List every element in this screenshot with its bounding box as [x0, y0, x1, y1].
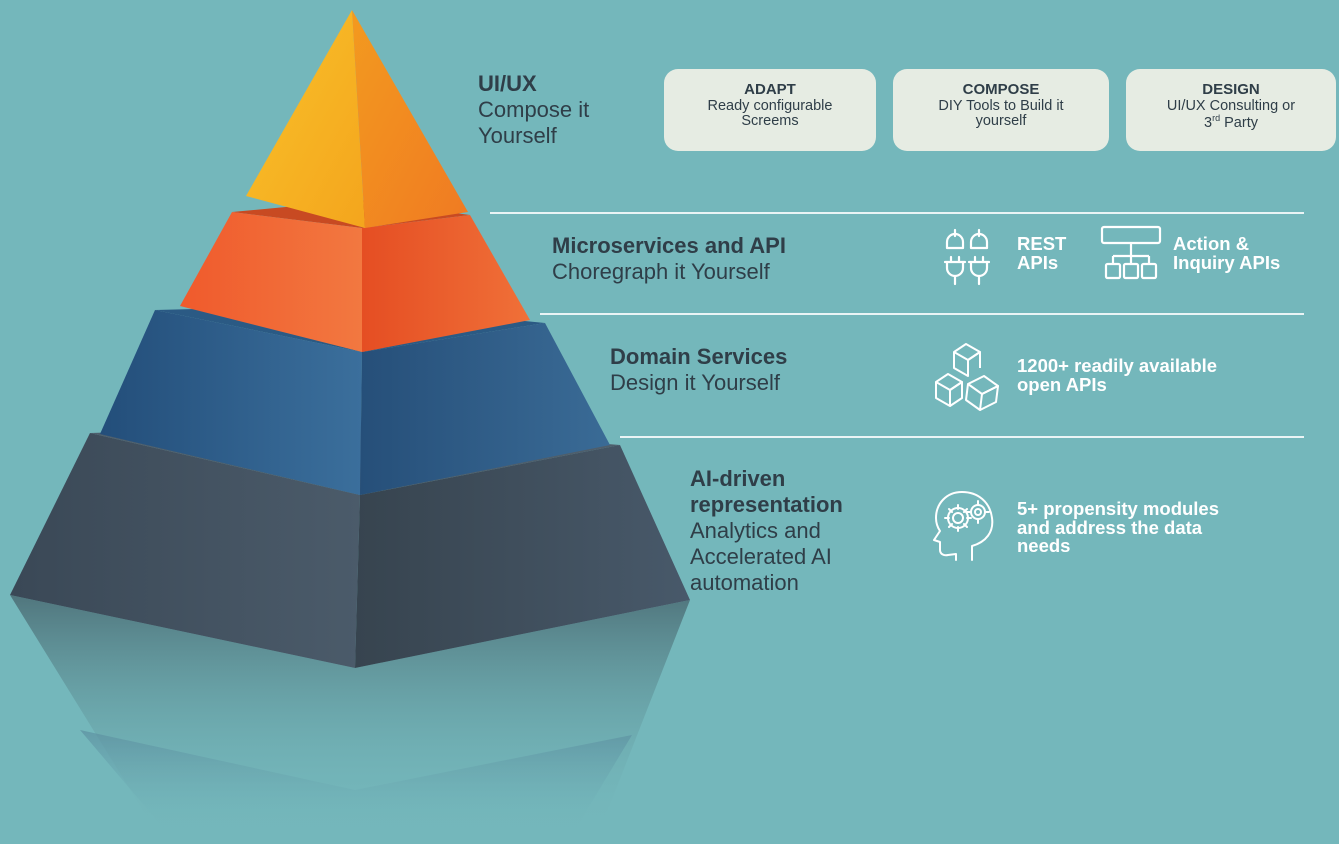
tier-ai-subtitle: Analytics and Accelerated AI automation — [690, 517, 832, 595]
card-adapt-title: ADAPT — [744, 81, 796, 98]
card-design-desc-line2: 3rd Party — [1126, 113, 1336, 132]
feature-propensity-modules: 5+ propensity modules and address the da… — [1017, 498, 1220, 556]
card-design-party: Party — [1220, 115, 1258, 132]
card-design: DESIGN UI/UX Consulting or 3rd Party — [1126, 69, 1336, 151]
divider-3 — [620, 436, 1304, 438]
card-adapt-desc-line1: Ready configurable — [707, 97, 833, 114]
tier-ai-text: AI-driven representation Analytics and A… — [690, 466, 843, 596]
card-compose-desc-line2: yourself — [975, 113, 1027, 130]
hierarchy-icon — [1100, 224, 1162, 286]
tier-uiux-text: UI/UX Compose it Yourself — [478, 71, 589, 149]
tier-uiux-title: UI/UX — [478, 71, 537, 96]
tier-top-right — [352, 10, 468, 228]
tier-orange-left — [180, 212, 362, 352]
brain-gear-icon — [928, 488, 1002, 564]
card-design-desc-line1: UI/UX Consulting or — [1166, 97, 1296, 114]
card-compose: COMPOSE DIY Tools to Build it yourself — [893, 69, 1109, 151]
card-adapt-desc-line2: Screems — [741, 113, 799, 130]
tier-domain-subtitle: Design it Yourself — [610, 369, 780, 395]
card-design-ordinal: 3 — [1204, 115, 1213, 132]
tier-orange-right — [362, 215, 530, 352]
card-adapt: ADAPT Ready configurable Screems — [664, 69, 876, 151]
card-compose-desc-line1: DIY Tools to Build it — [938, 97, 1064, 114]
tier-microservices-text: Microservices and API Choregraph it Your… — [552, 233, 786, 285]
tier-domain-text: Domain Services Design it Yourself — [610, 344, 787, 396]
tier-ai-title: AI-driven representation — [690, 466, 843, 517]
card-design-ordinal-suffix: rd — [1212, 113, 1221, 124]
divider-2 — [540, 313, 1304, 315]
cubes-icon — [932, 340, 1002, 412]
tier-slate-left — [10, 433, 360, 668]
card-design-title: DESIGN — [1202, 81, 1260, 98]
feature-open-apis: 1200+ readily available open APIs — [1017, 355, 1218, 395]
feature-action-inquiry-apis: Action & Inquiry APIs — [1173, 233, 1281, 273]
feature-rest-apis: REST APIs — [1017, 233, 1067, 273]
tier-microservices-subtitle: Choregraph it Yourself — [552, 258, 770, 284]
tier-top-left — [246, 10, 365, 228]
reflection-blue — [80, 730, 632, 830]
plug-icon — [944, 228, 990, 290]
card-compose-title: COMPOSE — [962, 81, 1040, 98]
tier-slate-right — [355, 445, 690, 668]
tier-uiux-subtitle: Compose it Yourself — [478, 96, 590, 148]
tier-blue-right — [360, 323, 610, 495]
tier-domain-title: Domain Services — [610, 344, 788, 369]
tier-microservices-title: Microservices and API — [552, 233, 786, 258]
divider-1 — [490, 212, 1304, 214]
tier-blue-left — [100, 310, 362, 495]
